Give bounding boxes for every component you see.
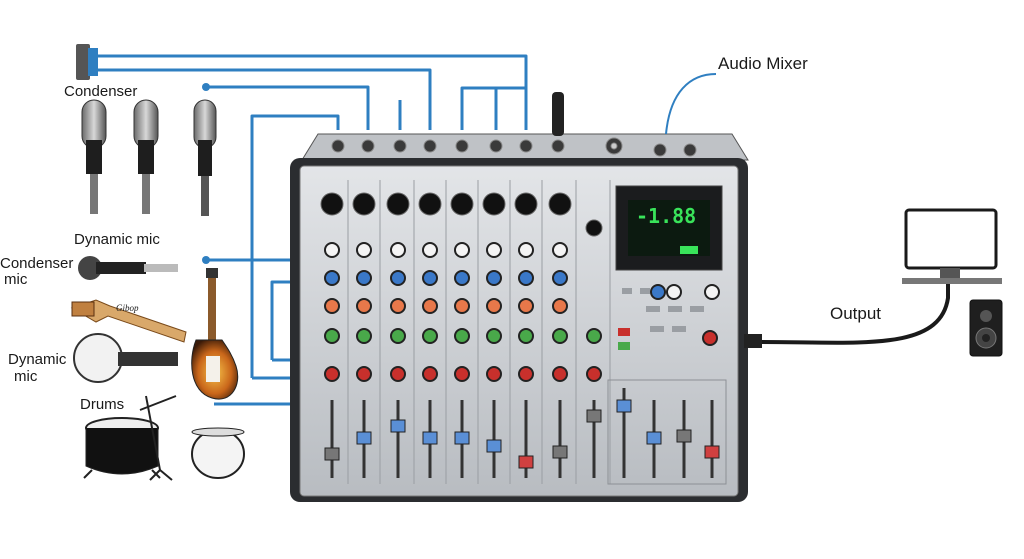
xlr-connector-icon: [76, 44, 98, 80]
cable-plug-dots: [202, 83, 210, 264]
master-knobs: [650, 284, 720, 346]
guitar-icon-horizontal: [70, 299, 187, 343]
dynamic-mic2-label-line1: Dynamic: [8, 351, 67, 368]
lcd-readout: -1.88: [636, 204, 697, 228]
electric-guitar-icon: [191, 268, 239, 400]
cables: [98, 54, 528, 406]
line-input: [585, 219, 603, 237]
dynamic-mic2-label-line2: mic: [14, 368, 38, 385]
cable-left-loop: [250, 114, 340, 378]
snare-drum-icon: [191, 427, 245, 479]
audio-mixer: [290, 92, 762, 502]
knobs-gain: [324, 242, 568, 258]
knobs-pan: [324, 366, 602, 382]
rear-jacks: [331, 137, 697, 157]
condenser-mic-icon-1: [81, 99, 107, 214]
master-buttons: [618, 288, 704, 350]
condenser-mic-label-line1: Condenser: [0, 255, 74, 272]
mixer-callout-line: [665, 73, 717, 135]
power-connector: [744, 334, 762, 348]
condenser-mic-icon-2: [133, 99, 159, 214]
output-cable: [761, 282, 950, 345]
fader-tracks: [330, 388, 714, 478]
lcd-display: [615, 185, 723, 271]
cymbal-stand-icon: [139, 395, 177, 481]
condenser-mic-icon-3: [193, 99, 217, 216]
speaker-icon: [969, 299, 1003, 357]
cable-condenser-1: [98, 54, 528, 130]
cable-bus-1: [460, 86, 526, 130]
knobs-eq-mid: [324, 298, 568, 314]
dynamic-mic-label: Dynamic mic: [74, 231, 160, 248]
monitor-icon: [902, 208, 1002, 284]
rear-plug: [552, 92, 564, 136]
audio-mixer-label: Audio Mixer: [718, 54, 808, 73]
dynamic-mic-icon-2: [73, 333, 178, 383]
fader-caps: [324, 399, 720, 469]
condenser-mic-label-line2: mic: [4, 271, 28, 288]
output-label: Output: [830, 304, 882, 323]
cable-condenser-2: [98, 68, 432, 130]
guitar-logo-text: Gibop: [116, 303, 139, 313]
condenser-label: Condenser: [64, 83, 138, 100]
xlr-inputs: [320, 192, 572, 216]
drum-icon-bass: [83, 417, 161, 479]
drums-label: Drums: [80, 396, 125, 413]
knobs-eq-low: [324, 328, 602, 344]
dynamic-mic-icon: [78, 256, 178, 280]
cable-condenser-3: [206, 85, 370, 130]
knobs-eq-high: [324, 270, 568, 286]
